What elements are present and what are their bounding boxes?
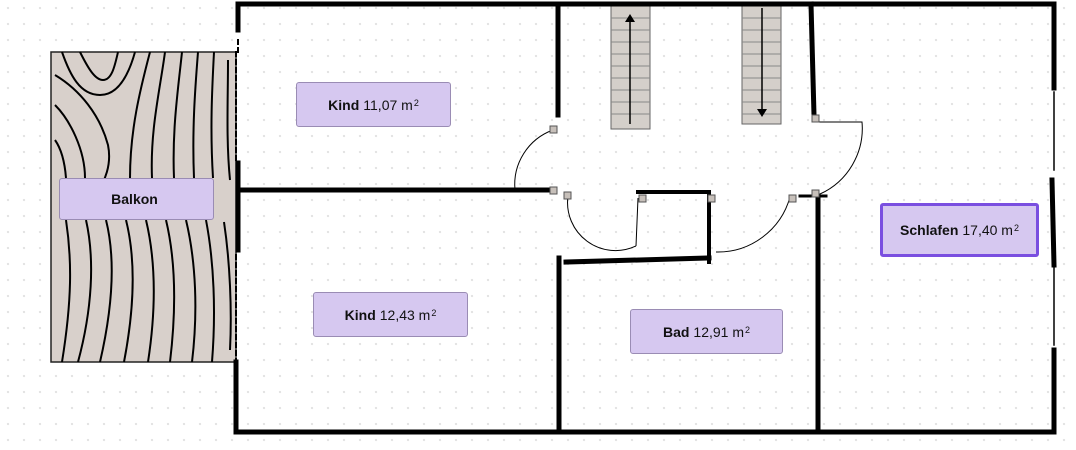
area-unit-superscript: 2	[431, 307, 437, 318]
door-swing-schlafen	[815, 121, 863, 195]
room-area: 17,40 m	[962, 222, 1013, 238]
area-unit-superscript: 2	[1013, 223, 1019, 233]
room-name: Balkon	[111, 191, 158, 207]
wood-grain-pattern	[54, 51, 232, 363]
room-name: Bad	[662, 323, 690, 340]
room-area: 11,07 m	[363, 96, 413, 113]
door-swing-bad-left	[635, 197, 639, 247]
stairs-up	[610, 5, 651, 130]
room-area: 12,43 m	[379, 306, 431, 323]
stairs-down	[741, 5, 782, 125]
door-swing-flur	[567, 195, 637, 252]
room-name: Kind	[344, 306, 376, 323]
room-name: Schlafen	[900, 222, 959, 238]
door-swing-bad	[715, 196, 791, 253]
room-label-balkon[interactable]: Balkon	[59, 178, 214, 220]
area-unit-superscript: 2	[745, 324, 751, 335]
door-swing-kind1	[514, 129, 554, 191]
door-hinges	[549, 114, 820, 203]
door-swings	[514, 121, 863, 253]
room-name: Kind	[328, 96, 360, 113]
walls	[233, 1, 1057, 435]
area-unit-superscript: 2	[413, 97, 419, 108]
room-area: 12,91 m	[693, 323, 745, 340]
